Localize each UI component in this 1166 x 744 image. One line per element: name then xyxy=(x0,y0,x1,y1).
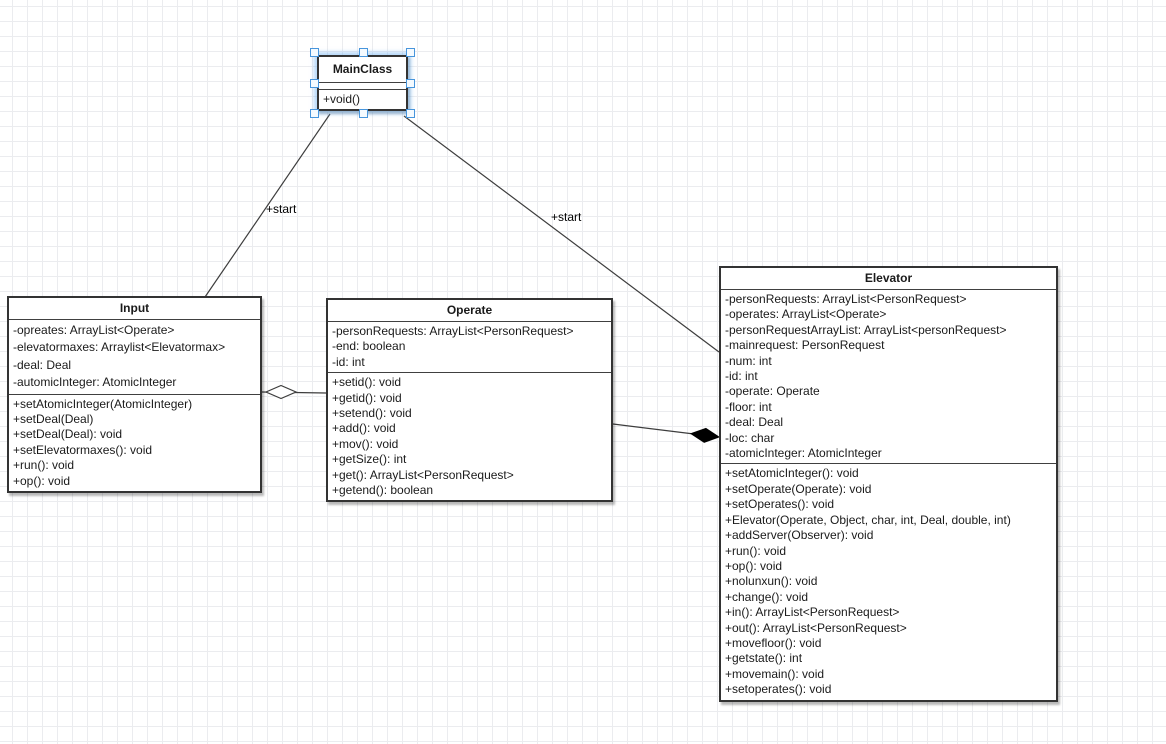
composition-diamond-icon xyxy=(689,427,721,443)
uml-member: -operates: ArrayList<Operate> xyxy=(725,307,887,322)
uml-member: +change(): void xyxy=(725,589,809,604)
class-box-operate[interactable]: Operate -personRequests: ArrayList<Perso… xyxy=(326,298,613,503)
uml-member: +setAtomicInteger(AtomicInteger) xyxy=(13,396,193,411)
edge-label-start-elevator[interactable]: +start xyxy=(551,210,582,224)
uml-member: +nolunxun(): void xyxy=(725,574,818,589)
uml-member: -floor: int xyxy=(725,399,772,414)
uml-member: +addServer(Observer): void xyxy=(725,528,874,543)
selection-handle-e[interactable] xyxy=(406,79,415,89)
uml-member: +run(): void xyxy=(725,543,787,558)
uml-member: -num: int xyxy=(725,353,772,368)
uml-member: -personRequestArrayList: ArrayList<perso… xyxy=(725,322,1007,337)
class-methods-operate: +setid(): void+getid(): void+setend(): v… xyxy=(328,372,611,500)
class-title-elevator: Elevator xyxy=(864,271,913,285)
selection-handle-sw[interactable] xyxy=(310,109,319,119)
uml-member: -id: int xyxy=(725,369,758,384)
uml-member: -end: boolean xyxy=(332,339,406,354)
uml-member: -personRequests: ArrayList<PersonRequest… xyxy=(332,324,574,338)
class-attributes-operate: -personRequests: ArrayList<PersonRequest… xyxy=(328,321,611,372)
uml-member: +setend(): void xyxy=(332,406,412,421)
class-box-mainclass[interactable]: MainClass +void() xyxy=(310,48,415,119)
selection-handle-s[interactable] xyxy=(358,109,368,119)
uml-member: +setOperate(Operate): void xyxy=(725,481,872,496)
uml-member: -operate: Operate xyxy=(725,384,820,399)
uml-member: +setid(): void xyxy=(332,375,402,390)
uml-member: -opreates: ArrayList<Operate> xyxy=(13,323,175,337)
uml-member: +getend(): boolean xyxy=(332,483,434,498)
uml-member: +getSize(): int xyxy=(332,452,407,467)
class-methods-input: +setAtomicInteger(AtomicInteger)+setDeal… xyxy=(9,393,260,491)
selection-handle-w[interactable] xyxy=(310,79,319,89)
uml-member: -personRequests: ArrayList<PersonRequest… xyxy=(725,292,967,306)
uml-member: -loc: char xyxy=(725,430,775,445)
uml-member: +movemain(): void xyxy=(725,666,825,681)
uml-member: +in(): ArrayList<PersonRequest> xyxy=(725,605,900,620)
uml-member: +setAtomicInteger(): void xyxy=(725,466,859,481)
edge-label-start-input[interactable]: +start xyxy=(266,202,297,216)
uml-member: -mainrequest: PersonRequest xyxy=(725,338,885,353)
class-title-input: Input xyxy=(119,301,150,315)
class-title-mainclass: MainClass xyxy=(332,62,393,76)
class-methods-mainclass: +void() xyxy=(319,89,406,109)
class-attributes-mainclass xyxy=(319,82,406,89)
class-attributes-input: -opreates: ArrayList<Operate> -elevatorma… xyxy=(9,319,260,394)
class-attributes-elevator: -personRequests: ArrayList<PersonRequest… xyxy=(721,289,1056,463)
selection-handle-nw[interactable] xyxy=(310,48,319,57)
class-methods-elevator: +setAtomicInteger(): void+setOperate(Ope… xyxy=(721,463,1056,699)
uml-member: +movefloor(): void xyxy=(725,635,822,650)
class-box-elevator[interactable]: Elevator -personRequests: ArrayList<Pers… xyxy=(719,266,1058,702)
selection-handle-ne[interactable] xyxy=(406,48,415,57)
edge-input-operate-aggregation[interactable] xyxy=(261,384,327,400)
uml-member: +mov(): void xyxy=(332,436,399,451)
uml-member: -deal: Deal xyxy=(725,415,784,430)
aggregation-diamond-icon xyxy=(264,384,298,400)
uml-member: +getid(): void xyxy=(332,390,402,405)
uml-member: -id: int xyxy=(332,354,365,369)
uml-member: +setOperates(): void xyxy=(725,497,835,512)
selection-handle-se[interactable] xyxy=(406,109,415,119)
class-box-input[interactable]: Input -opreates: ArrayList<Operate> -elev… xyxy=(7,296,262,494)
uml-member: +setDeal(Deal): void xyxy=(13,427,123,442)
uml-member: +get(): ArrayList<PersonRequest> xyxy=(332,467,514,482)
uml-member: -automicInteger: AtomicInteger xyxy=(13,375,177,390)
uml-member: +Elevator(Operate, Object, char, int, De… xyxy=(725,512,1011,527)
uml-member: +setDeal(Deal) xyxy=(13,412,94,427)
uml-member: -deal: Deal xyxy=(13,357,72,372)
uml-member: +out(): ArrayList<PersonRequest> xyxy=(725,620,907,635)
uml-member: +op(): void xyxy=(13,473,71,488)
uml-member: +add(): void xyxy=(332,421,396,436)
uml-member: +void() xyxy=(323,92,361,106)
uml-member: +op(): void xyxy=(725,558,783,573)
uml-member: -atomicInteger: AtomicInteger xyxy=(725,446,882,461)
edge-operate-elevator-composition[interactable] xyxy=(612,423,721,443)
uml-member: +setElevatormaxes(): void xyxy=(13,442,153,457)
uml-member: -elevatormaxes: Arraylist<Elevatormax> xyxy=(13,340,226,355)
selection-handle-n[interactable] xyxy=(358,48,368,57)
uml-member: +setoperates(): void xyxy=(725,682,832,697)
uml-member: +run(): void xyxy=(13,458,75,473)
class-title-operate: Operate xyxy=(446,303,493,317)
uml-member: +getstate(): int xyxy=(725,651,803,666)
